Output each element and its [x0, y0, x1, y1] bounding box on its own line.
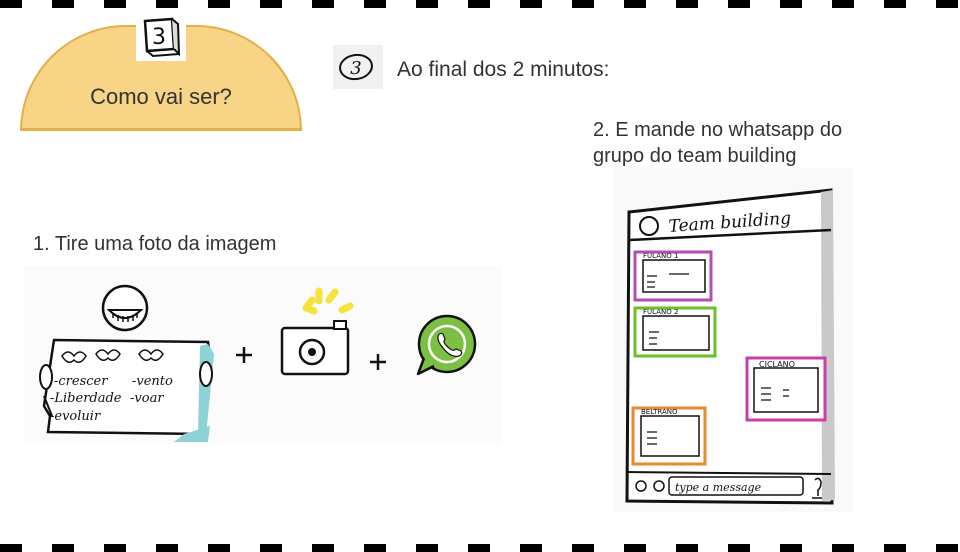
- instruction-step2-line2: grupo do team building: [593, 145, 797, 167]
- sign-word-evoluir: -evoluir: [50, 409, 101, 424]
- emoji-icon: [635, 480, 647, 492]
- attach-icon: [653, 480, 665, 492]
- instruction-step2-line1: 2. E mande no whatsapp do: [593, 119, 843, 141]
- page-title: Como vai ser?: [90, 84, 232, 109]
- message-sender: FULANO 1: [643, 252, 678, 260]
- group-avatar-icon: [639, 216, 659, 236]
- instruction-step2: 2. E mande no whatsapp do grupo do team …: [593, 117, 893, 169]
- message-input-placeholder: type a message: [675, 481, 762, 494]
- person-head-icon: [101, 284, 149, 332]
- sign-pictograms: [61, 349, 164, 363]
- step-number-icon: 3: [333, 45, 383, 89]
- microphone-icon: [812, 477, 822, 499]
- sign-word-voar: -voar: [130, 391, 164, 406]
- top-dashed-border: [0, 0, 960, 8]
- bottom-dashed-border: [0, 544, 960, 552]
- message-sender: FULANO 2: [643, 308, 678, 316]
- whatsapp-icon: [416, 314, 477, 376]
- sign-word-vento: -vento: [132, 374, 173, 389]
- plus-icon: [236, 347, 252, 363]
- step-badge-icon: 3: [136, 11, 186, 61]
- step-number: 3: [350, 58, 361, 79]
- photo-instruction-sketch: -crescer -vento -Liberdade -voar -evolui…: [24, 266, 502, 444]
- sign-word-crescer: -crescer: [54, 374, 108, 389]
- whatsapp-group-sketch: Team building FULANO 1 FULANO 2 CICLANO …: [613, 168, 853, 512]
- instruction-step1: 1. Tire uma foto da imagem: [33, 233, 277, 255]
- step-title: Ao final dos 2 minutos:: [397, 58, 610, 81]
- message-input: [668, 476, 804, 496]
- sign-board: [42, 338, 212, 436]
- message-sender: CICLANO: [759, 360, 795, 369]
- camera-icon: [280, 287, 354, 376]
- message-sender: BELTRANO: [641, 408, 678, 416]
- sign-word-liberdade: -Liberdade: [50, 391, 122, 406]
- badge-number: 3: [152, 25, 166, 50]
- plus-icon: [370, 354, 386, 370]
